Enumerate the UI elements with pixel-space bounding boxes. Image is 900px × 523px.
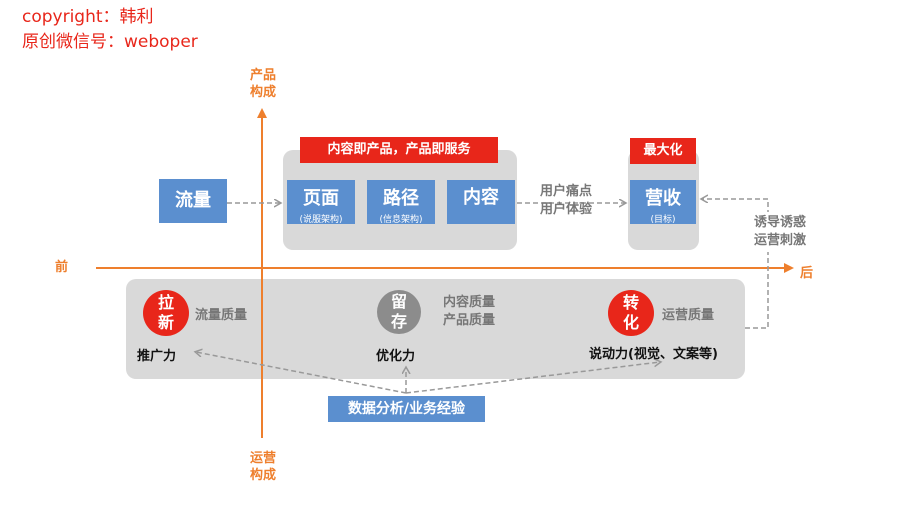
- top-axis-label: 产品构成: [249, 68, 276, 100]
- right-axis-label: 后: [800, 266, 814, 281]
- data-to-convert-arrow: [405, 362, 660, 394]
- operations-quality-text: 运营质量: [662, 308, 715, 323]
- acquire-circle: 拉新: [143, 290, 189, 336]
- bottom-axis-label: 运营构成: [249, 451, 276, 483]
- user-pain-points: 用户痛点用户体验: [540, 184, 593, 217]
- retain-circle: 留存: [377, 290, 421, 334]
- conversion-feedback-arrow: [702, 199, 769, 329]
- copyright-line: copyright：韩利: [22, 7, 154, 27]
- persuasion-power-label: 说动力(视觉、文案等): [589, 347, 718, 362]
- data-analysis-box: 数据分析/业务经验: [328, 396, 485, 422]
- maximize-banner: 最大化: [630, 138, 696, 164]
- path-box: 路径 (信息架构): [367, 180, 435, 225]
- content-box: 内容: [447, 180, 515, 224]
- wechat-id-line: 原创微信号：weboper: [22, 32, 198, 52]
- content-product-banner: 内容即产品，产品即服务: [300, 137, 498, 163]
- left-axis-label: 前: [55, 260, 69, 275]
- revenue-box: 营收 (目标): [630, 180, 696, 225]
- traffic-quality-text: 流量质量: [195, 308, 248, 323]
- page-box: 页面 (说服架构): [287, 180, 355, 225]
- data-to-acquire-arrow: [196, 352, 407, 394]
- optimization-power-label: 优化力: [376, 349, 416, 364]
- induce-text: 诱导诱惑运营刺激: [754, 212, 807, 252]
- promotion-power-label: 推广力: [137, 349, 177, 364]
- traffic-box: 流量: [159, 179, 227, 223]
- content-product-quality-text: 内容质量产品质量: [443, 295, 496, 328]
- convert-circle: 转化: [608, 290, 654, 336]
